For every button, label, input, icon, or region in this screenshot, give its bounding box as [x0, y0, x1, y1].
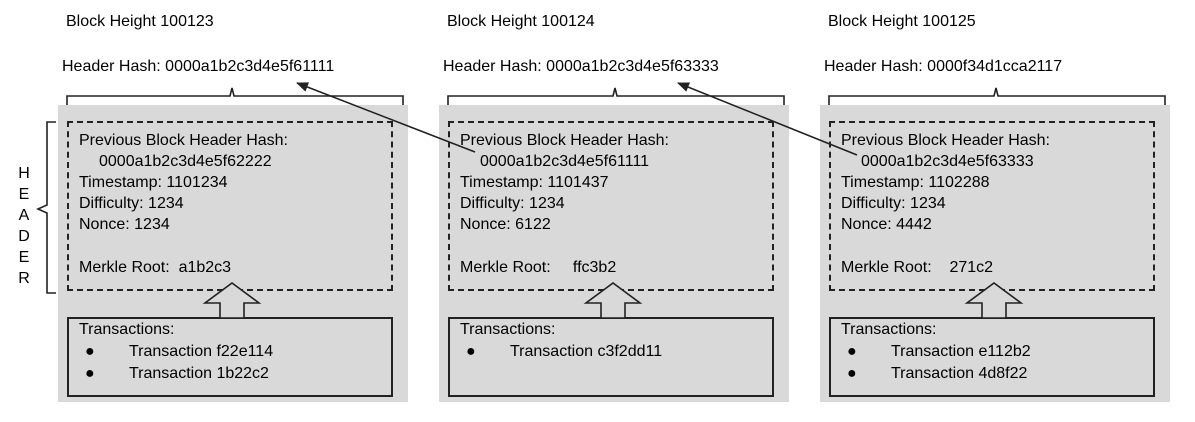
- difficulty: Difficulty: 1234: [460, 195, 565, 212]
- header-side-letter: R: [18, 270, 30, 287]
- transaction-item: ●Transaction f22e114: [85, 343, 274, 360]
- block-100124: Block Height 100124 Header Hash: 0000a1b…: [439, 0, 799, 422]
- transactions-title: Transactions:: [841, 321, 937, 338]
- prev-hash-value: 0000a1b2c3d4e5f61111: [480, 153, 650, 170]
- transactions-box: Transactions: ●Transaction e112b2 ●Trans…: [829, 317, 1155, 397]
- transaction-item: ●Transaction 4d8f22: [847, 365, 1028, 382]
- up-arrow-icon: [964, 282, 1024, 319]
- block-panel: Previous Block Header Hash: 0000a1b2c3d4…: [439, 105, 789, 402]
- header-side-letter: A: [18, 207, 30, 224]
- difficulty: Difficulty: 1234: [79, 195, 184, 212]
- header-side-letter: E: [18, 249, 30, 266]
- block-100125: Block Height 100125 Header Hash: 0000f34…: [820, 0, 1180, 422]
- merkle-root: Merkle Root: 271c2: [841, 259, 994, 276]
- header-hash-label: Header Hash: 0000f34d1cca2117: [824, 58, 1063, 75]
- block-header-box: Previous Block Header Hash: 0000a1b2c3d4…: [67, 121, 393, 291]
- header-hash-label: Header Hash: 0000a1b2c3d4e5f61111: [62, 58, 335, 75]
- header-brace-icon: [36, 121, 56, 294]
- block-header-box: Previous Block Header Hash: 0000a1b2c3d4…: [448, 121, 774, 291]
- link-arrow-icon: [296, 82, 476, 153]
- transaction-item: ●Transaction 1b22c2: [85, 365, 269, 382]
- block-panel: Previous Block Header Hash: 0000a1b2c3d4…: [58, 105, 408, 402]
- nonce: Nonce: 4442: [841, 216, 932, 233]
- block-100123: Block Height 100123 Header Hash: 0000a1b…: [58, 0, 418, 422]
- merkle-root: Merkle Root: a1b2c3: [79, 259, 232, 276]
- block-height-label: Block Height 100124: [447, 13, 595, 30]
- brace-icon: [828, 87, 1166, 105]
- transaction-item: ●Transaction c3f2dd11: [466, 343, 663, 360]
- header-side-letter: H: [18, 165, 30, 182]
- brace-icon: [66, 87, 404, 105]
- header-hash-label: Header Hash: 0000a1b2c3d4e5f63333: [443, 58, 719, 75]
- brace-icon: [447, 87, 785, 105]
- difficulty: Difficulty: 1234: [841, 195, 946, 212]
- transactions-title: Transactions:: [79, 321, 175, 338]
- timestamp: Timestamp: 1102288: [841, 174, 990, 191]
- block-height-label: Block Height 100125: [828, 13, 976, 30]
- prev-hash-value: 0000a1b2c3d4e5f63333: [861, 153, 1034, 170]
- link-arrow-icon: [677, 82, 858, 156]
- header-side-letter: E: [18, 186, 30, 203]
- block-height-label: Block Height 100123: [66, 13, 214, 30]
- prev-hash-label: Previous Block Header Hash:: [841, 132, 1050, 149]
- transaction-item: ●Transaction e112b2: [847, 343, 1031, 360]
- up-arrow-icon: [583, 282, 643, 319]
- block-panel: Previous Block Header Hash: 0000a1b2c3d4…: [820, 105, 1170, 402]
- header-side-letter: D: [18, 228, 30, 245]
- timestamp: Timestamp: 1101234: [79, 174, 228, 191]
- block-header-box: Previous Block Header Hash: 0000a1b2c3d4…: [829, 121, 1155, 291]
- timestamp: Timestamp: 1101437: [460, 174, 609, 191]
- transactions-box: Transactions: ●Transaction c3f2dd11: [448, 317, 774, 397]
- up-arrow-icon: [202, 282, 262, 319]
- prev-hash-label: Previous Block Header Hash:: [79, 132, 288, 149]
- transactions-title: Transactions:: [460, 321, 556, 338]
- merkle-root: Merkle Root: ffc3b2: [460, 259, 617, 276]
- nonce: Nonce: 1234: [79, 216, 170, 233]
- nonce: Nonce: 6122: [460, 216, 551, 233]
- prev-hash-label: Previous Block Header Hash:: [460, 132, 669, 149]
- prev-hash-value: 0000a1b2c3d4e5f62222: [99, 153, 272, 170]
